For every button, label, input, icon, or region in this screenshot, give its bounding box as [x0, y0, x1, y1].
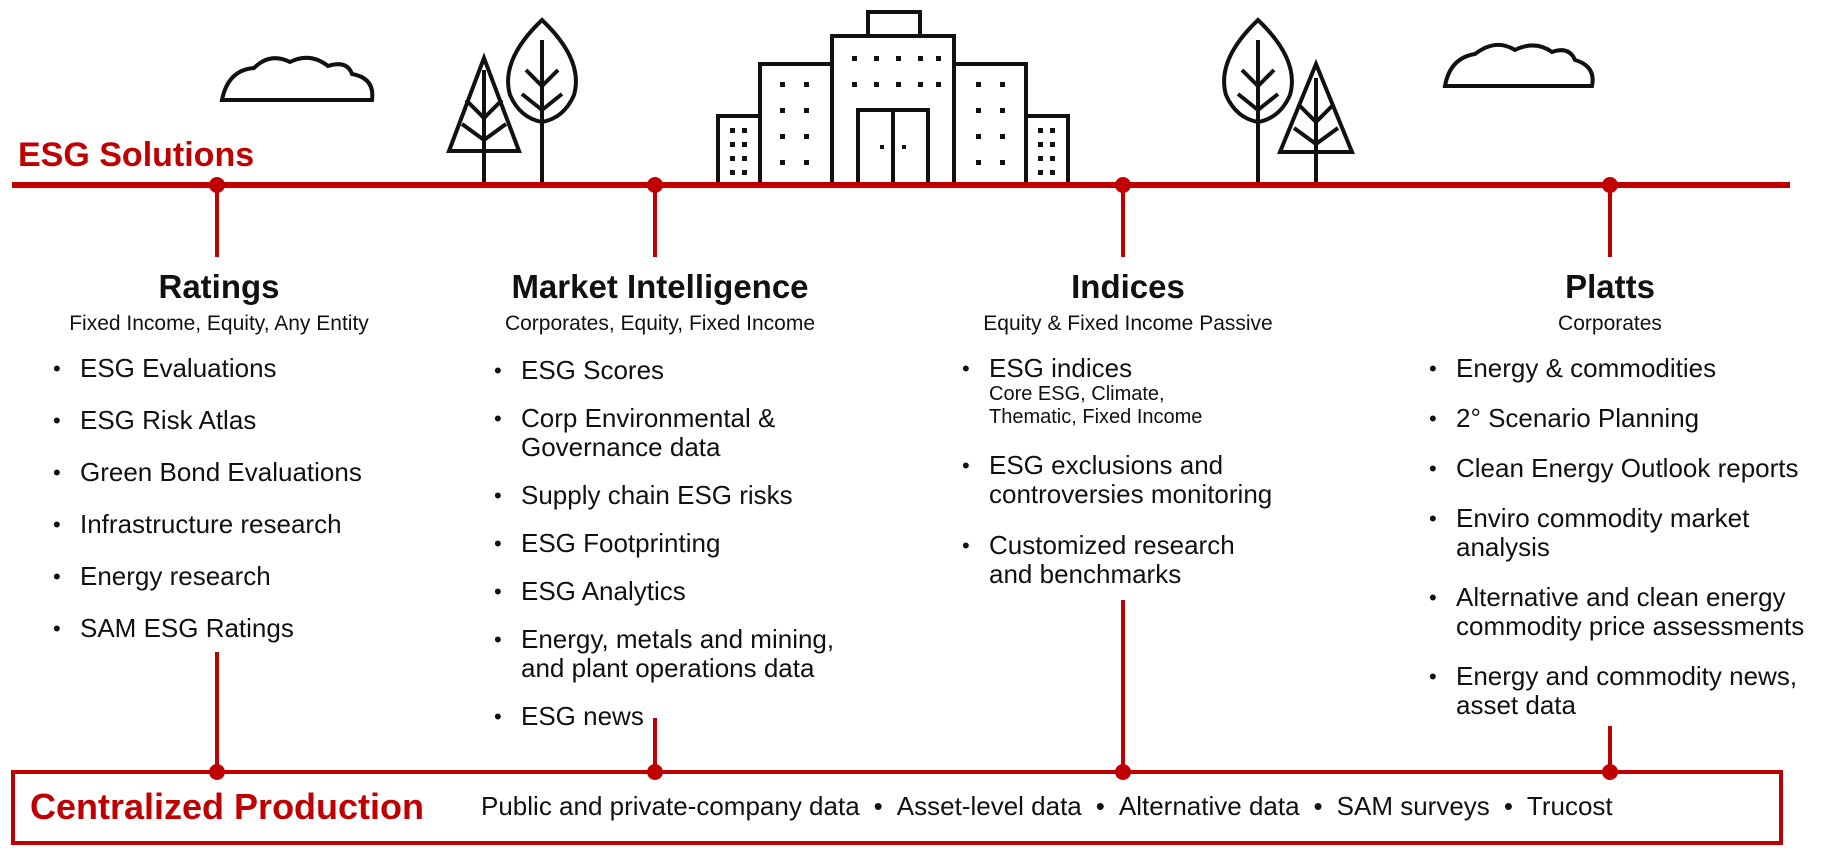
list-item: •ESG Scores	[494, 355, 665, 385]
list-item-subtext: Core ESG, Climate,	[989, 383, 1165, 405]
column-subtitle: Fixed Income, Equity, Any Entity	[69, 312, 369, 335]
connector-lines	[215, 185, 1612, 772]
column-market-intelligence: Market Intelligence Corporates, Equity, …	[485, 268, 835, 750]
list-item: •Green Bond Evaluations	[53, 457, 362, 487]
list-item: •Supply chain ESG risks	[494, 480, 793, 510]
cloud-icon	[219, 55, 375, 102]
column-subtitle: Equity & Fixed Income Passive	[983, 312, 1273, 335]
separator: •	[1095, 791, 1105, 821]
column-ratings: Ratings Fixed Income, Equity, Any Entity…	[44, 268, 394, 666]
column-platts: Platts Corporates •Energy & commodities …	[1420, 268, 1810, 741]
tree-icon	[1277, 58, 1355, 185]
centralized-production-box: Centralized Production Public and privat…	[11, 770, 1783, 845]
list-item-subtext: Thematic, Fixed Income	[989, 406, 1203, 428]
list-item: •Energy research	[53, 561, 271, 591]
column-title: Ratings	[158, 268, 280, 305]
list-item: •ESG Footprinting	[494, 528, 721, 558]
list-item: •Energy and commodity news,asset data	[1429, 661, 1798, 720]
production-items: Public and private-company data • Asset-le…	[481, 791, 1613, 822]
production-title: Centralized Production	[30, 786, 425, 827]
column-indices: Indices Equity & Fixed Income Passive •E…	[953, 268, 1303, 611]
list-item: •Infrastructure research	[53, 509, 342, 539]
production-item: Asset-level data	[896, 791, 1082, 821]
list-item: •Corp Environmental &Governance data	[494, 403, 776, 462]
production-item: Alternative data	[1118, 791, 1300, 821]
diagram-title: ESG Solutions	[18, 136, 255, 174]
list-item: •ESG news	[494, 701, 644, 731]
list-item: •2° Scenario Planning	[1429, 403, 1700, 433]
list-item: •ESG Evaluations	[53, 353, 277, 383]
column-title: Indices	[1071, 268, 1185, 305]
column-title: Platts	[1565, 268, 1655, 305]
separator: •	[873, 791, 883, 821]
separator: •	[1313, 791, 1323, 821]
list-item: •Energy, metals and mining,and plant ope…	[494, 624, 835, 683]
building-icon	[716, 10, 1070, 186]
cloud-icon	[1442, 42, 1595, 88]
connector-nodes	[209, 177, 1618, 780]
column-title: Market Intelligence	[511, 268, 809, 305]
list-item: •ESG Risk Atlas	[53, 405, 257, 435]
production-item: SAM surveys	[1336, 791, 1490, 821]
production-item: Public and private-company data	[481, 791, 860, 821]
list-item: •Energy & commodities	[1429, 353, 1717, 383]
tree-icon	[1222, 17, 1294, 185]
list-item: •Clean Energy Outlook reports	[1429, 453, 1799, 483]
tree-icon	[506, 17, 578, 185]
separator: •	[1503, 791, 1513, 821]
list-item: •SAM ESG Ratings	[53, 613, 294, 643]
building-windows	[730, 56, 1055, 175]
production-item: Trucost	[1526, 791, 1613, 821]
list-item: •ESG Analytics	[494, 576, 686, 606]
column-subtitle: Corporates	[1558, 312, 1662, 335]
tree-icon	[446, 52, 522, 185]
column-subtitle: Corporates, Equity, Fixed Income	[504, 312, 816, 335]
